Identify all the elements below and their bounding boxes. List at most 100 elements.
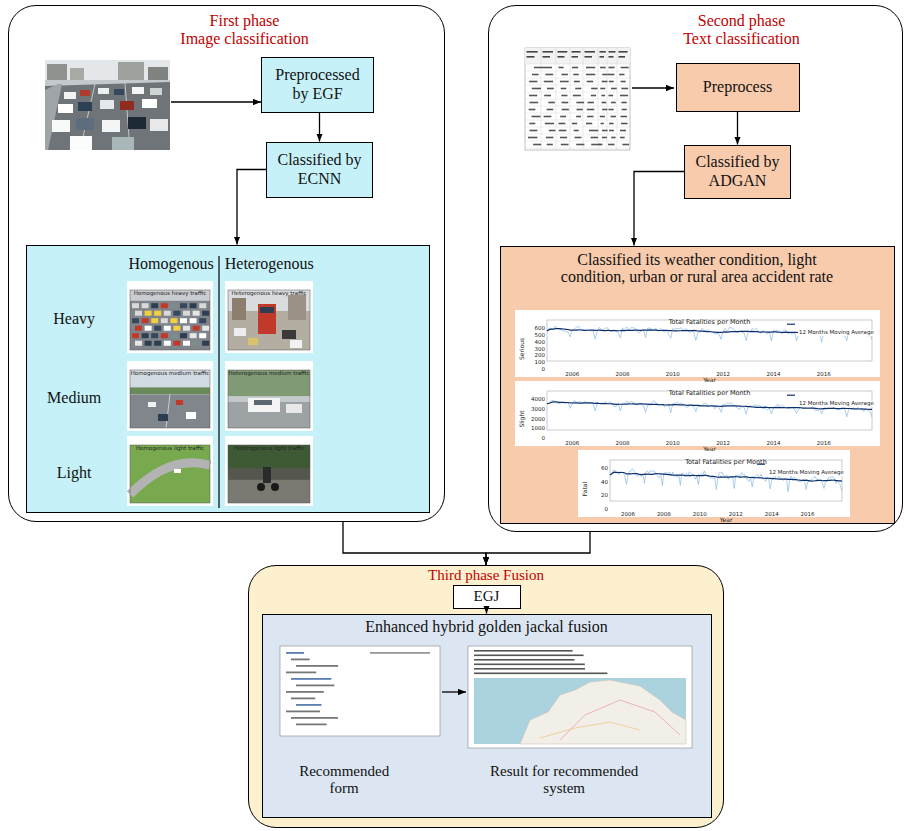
drawing-part [174,469,181,473]
grid-label: Heterogenous [225,255,314,273]
drawing-part [602,74,608,76]
drawing-part [225,281,313,353]
drawing-part [532,116,541,118]
panel-heading: Classified its weather condition, light … [552,251,842,286]
drawing-part [148,402,156,407]
drawing-part [370,652,430,654]
box-label: EGJ [474,588,500,605]
label-holder: 2006 [557,363,587,379]
drawing-part [520,680,686,744]
drawing-part [611,116,616,118]
accident-chart [515,310,880,377]
drawing-part [610,460,842,501]
chart-label: 60 [601,466,608,472]
drawing-part [199,333,206,338]
drawing-part [560,700,680,740]
drawing-part [528,137,537,139]
text-holder: Heavy [29,310,119,328]
drawing-part [296,724,327,726]
drawing-part [474,655,584,657]
label-holder: 2014 [757,503,787,519]
drawing-part [130,445,210,503]
drawing-part [202,326,209,331]
drawing-part [785,392,798,399]
label-holder: 2008 [649,503,679,519]
chart-label: 2014 [766,372,780,378]
drawing-part [127,361,213,431]
drawing-part [529,81,537,83]
chart-label: 2006 [565,372,579,378]
drawing-part [142,99,157,108]
connector-arrow [634,172,684,246]
drawing-part [148,67,168,80]
drawing-part [608,67,614,69]
drawing-part [525,127,630,128]
drawing-part [525,148,630,149]
drawing-part [621,67,629,69]
drawing-part [543,51,554,53]
drawing-part [561,88,567,90]
drawing-part [547,144,553,146]
drawing-part [130,290,210,350]
label-holder: Heterogenous medium traffic [223,362,315,378]
label-holder: 4000 [516,388,545,404]
drawing-part [286,404,302,413]
drawing-part [587,109,594,111]
grid-label: Heavy [53,310,95,328]
text-holder: Homogenous [111,255,231,273]
drawing-part [622,144,629,146]
drawing-part [474,659,574,661]
axis-title: Serious [519,337,525,359]
drawing-part [154,311,161,316]
phase-title: Third phase Fusion [428,567,544,584]
process-box: Classified by ADGAN [684,145,791,199]
connector-arrow [737,112,738,145]
traffic-photo [45,60,170,150]
drawing-part [585,51,596,53]
drawing-part [622,109,627,111]
drawing-part [544,81,553,83]
drawing-part [257,483,265,491]
drawing-part [530,102,539,104]
drawing-part [525,134,630,135]
chart-label: 0 [542,367,546,373]
drawing-part [190,333,197,338]
drawing-part [620,130,626,132]
text-holder: Result for recommended system [474,763,654,798]
drawing-part [621,81,626,83]
drawing-part [474,673,607,675]
drawing-part [228,290,310,350]
drawing-part [291,717,338,719]
drawing-part [112,137,134,150]
drawing-part [547,391,872,430]
drawing-part [621,123,628,125]
drawing-part [588,102,594,104]
drawing-part [180,318,187,323]
drawing-part [254,400,272,405]
form-screenshot [280,646,440,736]
drawing-part [170,303,177,308]
chart-label: Homogenous light traffic [136,446,204,452]
drawing-part [621,116,628,118]
legend-text: 12 Months Moving Average [768,470,845,476]
panel-heading: Enhanced hybrid golden jackal fusion [365,618,608,636]
map-screenshot [468,646,692,748]
drawing-part [158,414,168,421]
drawing-part [619,56,626,58]
label-holder: 2008 [607,363,637,379]
drawing-part [515,310,880,377]
drawing-part [474,650,573,652]
drawing-part [199,318,206,323]
drawing-part [135,341,142,346]
label-holder: 2016 [793,503,823,519]
chart-label: Total Fatalities per Month [669,390,751,397]
chart-label: Total Fatalities per Month [669,319,751,326]
drawing-part [544,95,551,97]
drawing-part [151,303,158,308]
drawing-part [545,74,553,76]
drawing-part [585,56,593,58]
drawing-part [619,51,628,53]
drawing-part [621,102,626,104]
